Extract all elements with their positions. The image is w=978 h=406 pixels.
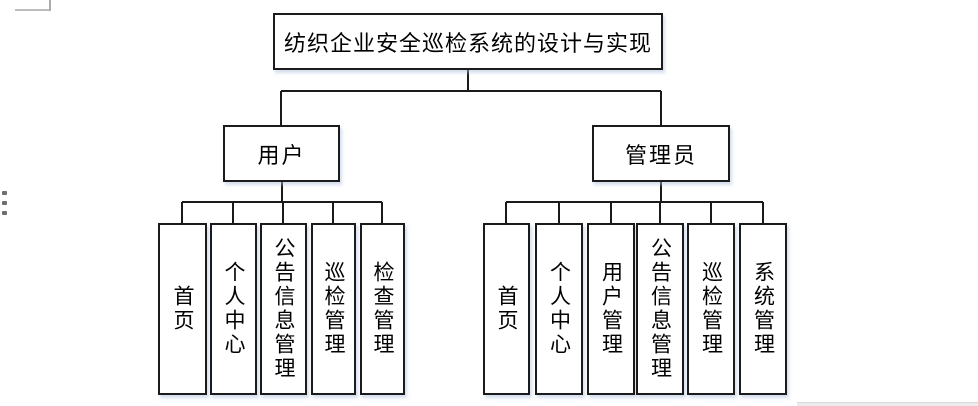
connector-user-to-leaves [181, 182, 383, 223]
drag-handle-dot [2, 211, 7, 215]
node-admin: 管理员 [592, 125, 730, 182]
leaf-admin-user-management: 用户管理 [587, 223, 635, 395]
leaf-admin-system-management: 系统管理 [739, 223, 787, 395]
leaf-admin-personal-center: 个人中心 [535, 223, 583, 395]
leaf-user-personal-center: 个人中心 [210, 223, 257, 395]
drag-handle-dot [2, 191, 7, 195]
drag-handle-dot [2, 201, 7, 205]
cropped-frame-bottom-strip [797, 402, 978, 406]
leaf-admin-home: 首页 [483, 223, 530, 395]
node-user: 用户 [223, 125, 340, 182]
leaf-user-check-management: 检查管理 [360, 223, 405, 395]
cropped-frame-corner-horizontal [15, 9, 51, 11]
connector-root-to-branches [280, 70, 662, 125]
cropped-frame-corner-vertical [49, 0, 51, 11]
leaf-user-inspection-management: 巡检管理 [311, 223, 356, 395]
node-root-title: 纺织企业安全巡检系统的设计与实现 [273, 13, 663, 70]
leaf-admin-announcement-info-management: 公告信息管理 [636, 223, 684, 395]
leaf-user-home: 首页 [158, 223, 207, 395]
leaf-user-announcement-info-management: 公告信息管理 [260, 223, 307, 395]
connector-admin-to-leaves [505, 182, 764, 223]
leaf-admin-inspection-management: 巡检管理 [687, 223, 735, 395]
